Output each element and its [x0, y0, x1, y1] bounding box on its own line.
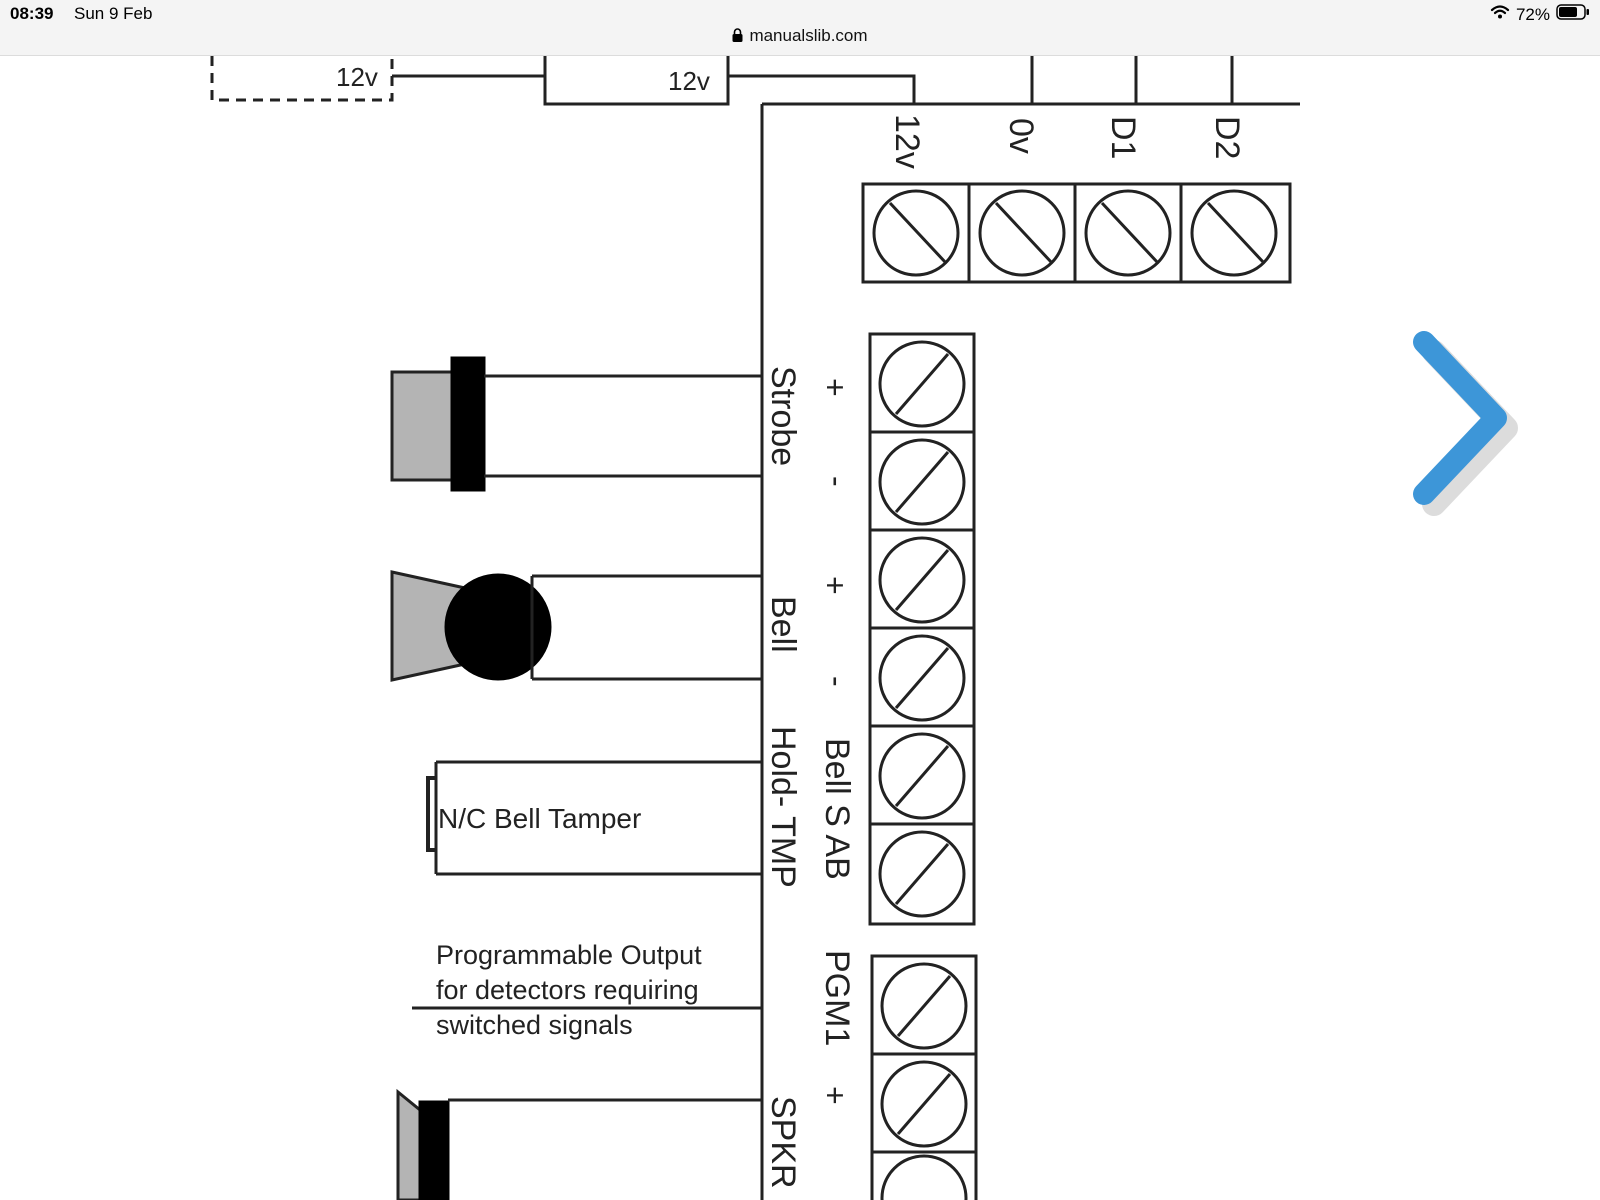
pgm-note-line-3: switched signals: [436, 1010, 633, 1040]
speaker-device: [396, 1088, 762, 1200]
address-bar[interactable]: manualslib.com: [0, 26, 1600, 47]
hold-tmp-label: Hold- TMP: [764, 726, 802, 888]
side-terminal-block-lower: [870, 954, 978, 1200]
wifi-icon: [1490, 4, 1510, 25]
next-page-button[interactable]: [1410, 326, 1530, 516]
pgm-note-line-2: for detectors requiring: [436, 975, 699, 1005]
terminal-label-12v: 12v: [888, 114, 926, 169]
bell-plus-label: +: [817, 576, 853, 595]
supply-wire-12v: [728, 74, 916, 104]
battery-icon: [1556, 4, 1590, 25]
supply-box: [543, 56, 730, 106]
terminal-label-d2: D2: [1208, 116, 1246, 159]
page-content: 12v 12v 12v 0v D1 D2 Strobe + - Bell + -…: [0, 56, 1600, 1200]
strobe-minus-label: -: [819, 476, 855, 487]
status-date: Sun 9 Feb: [74, 4, 153, 23]
terminal-label-d1: D1: [1104, 116, 1142, 159]
dashed-supply-box: [210, 56, 394, 102]
strobe-label: Strobe: [764, 366, 802, 466]
wiring-diagram: 12v 12v 12v 0v D1 D2 Strobe + - Bell + -…: [210, 56, 1300, 1200]
spkr-plus-label: +: [817, 1086, 853, 1105]
terminal-screw-d1: [1084, 189, 1172, 277]
strobe-plus-label: +: [817, 378, 853, 397]
supply-label-left: 12v: [336, 62, 378, 92]
url-text: manualslib.com: [749, 26, 868, 45]
tamper-label: N/C Bell Tamper: [438, 803, 641, 834]
lock-icon: [732, 27, 743, 47]
bell-label: Bell: [764, 596, 802, 653]
bell-sab-label: Bell S AB: [818, 738, 856, 880]
top-terminal-block: [861, 182, 1292, 284]
terminal-label-0v: 0v: [1002, 118, 1040, 154]
supply-label-mid: 12v: [668, 66, 710, 96]
chevron-right-icon: [1413, 331, 1518, 516]
bell-tamper-loop: [426, 760, 762, 876]
side-terminal-block-upper: [868, 332, 976, 926]
status-indicators: 72%: [1490, 4, 1590, 25]
pgm1-label: PGM1: [818, 950, 856, 1046]
strobe-device: [390, 356, 762, 492]
terminal-screw-0v: [978, 189, 1066, 277]
bell-minus-label: -: [819, 676, 855, 687]
terminal-screw-12v: [872, 189, 960, 277]
status-bar: 08:39 Sun 9 Feb 72% manualslib.com: [0, 0, 1600, 56]
pgm-note-line-1: Programmable Output: [436, 940, 702, 970]
status-time: 08:39: [10, 4, 54, 23]
spkr-label: SPKR: [764, 1096, 802, 1189]
bell-device: [390, 570, 762, 682]
terminal-screw-d2: [1190, 189, 1278, 277]
battery-percent: 72%: [1515, 4, 1550, 24]
